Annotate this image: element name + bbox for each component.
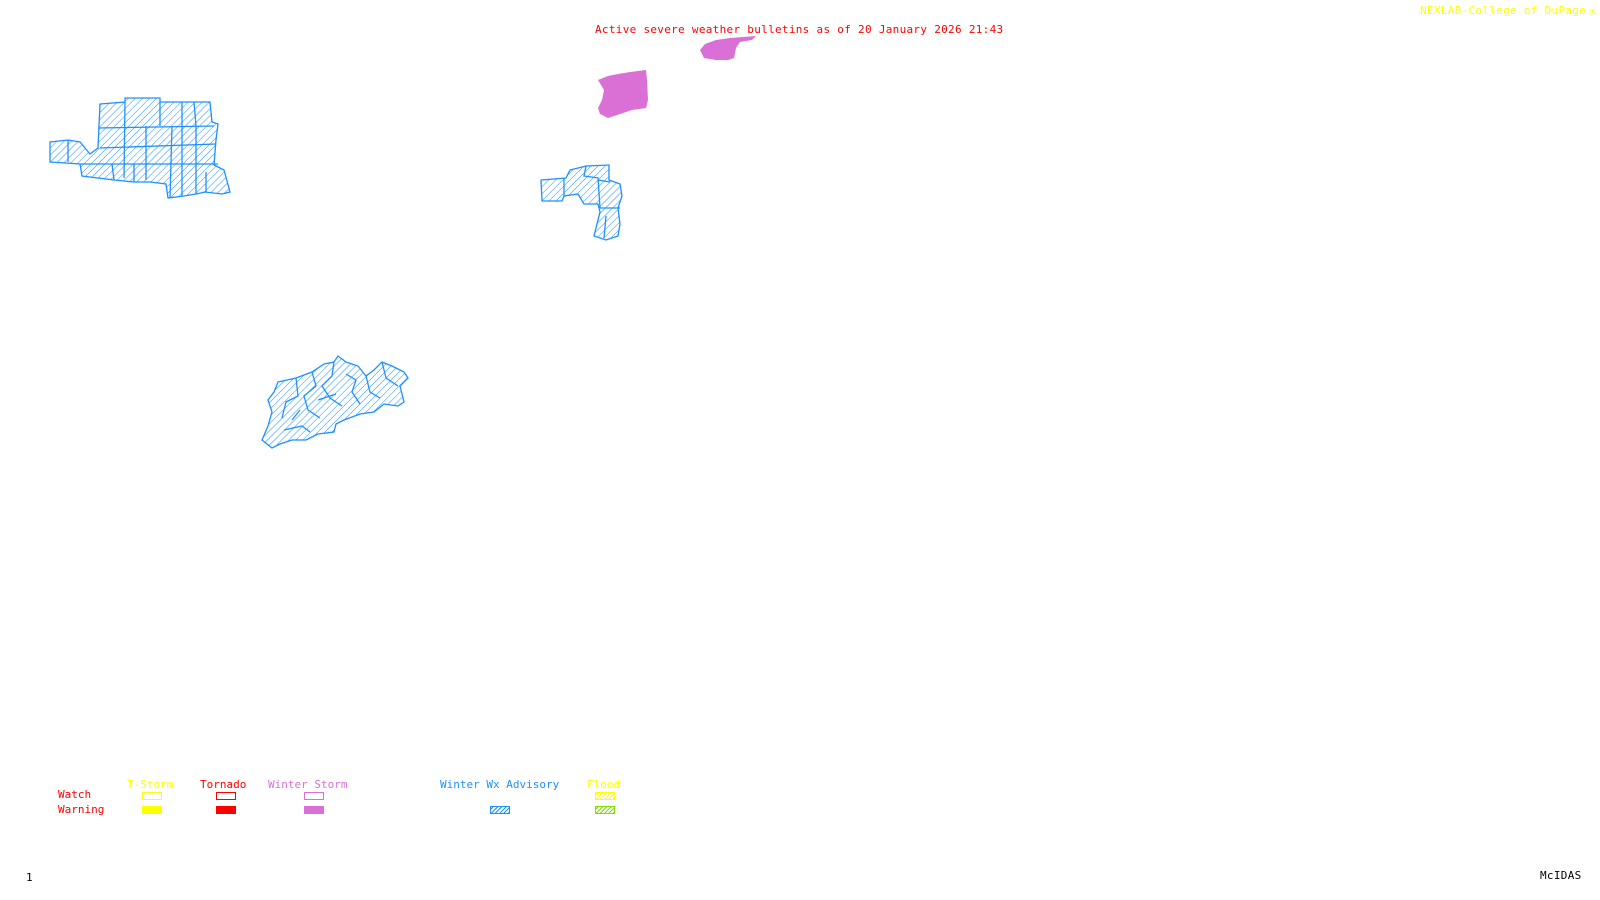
legend-label-winter-wx-advisory: Winter Wx Advisory bbox=[440, 778, 560, 791]
legend-label-flood: Flood bbox=[587, 778, 621, 791]
winter-storm-warning-area-1 bbox=[598, 70, 648, 118]
winter-storm-watch-swatch bbox=[304, 792, 324, 800]
cursor-arrow-icon: ⇱ bbox=[1590, 5, 1597, 18]
legend-label-tstorm: T-Storm bbox=[127, 778, 174, 791]
southern-advisory-area bbox=[261, 355, 409, 449]
winter-storm-warning-area-2 bbox=[700, 36, 756, 60]
frame-number: 1 bbox=[26, 871, 33, 884]
county-grid-lines bbox=[563, 165, 620, 239]
county-outline bbox=[540, 164, 623, 241]
tornado-watch-swatch bbox=[216, 792, 236, 800]
tornado-warning-swatch bbox=[216, 806, 236, 814]
flood-warning-swatch bbox=[595, 806, 615, 814]
credit-label: NEXLAB-College of DuPage bbox=[1420, 4, 1587, 17]
northwest-advisory-area bbox=[49, 97, 231, 199]
legend-label-winter-storm: Winter Storm bbox=[268, 778, 348, 791]
county-outline bbox=[49, 97, 231, 199]
bulletin-title: Active severe weather bulletins as of 20… bbox=[595, 23, 1004, 36]
software-label: McIDAS bbox=[1540, 869, 1582, 882]
legend-label-tornado: Tornado bbox=[200, 778, 247, 791]
flood-watch-swatch bbox=[595, 792, 615, 800]
legend-row-warning: Warning bbox=[58, 803, 105, 816]
winter-storm-warning-swatch bbox=[304, 806, 324, 814]
county-grid-lines bbox=[67, 101, 218, 199]
tstorm-warning-swatch bbox=[142, 806, 162, 814]
winter-wx-advisory-swatch bbox=[490, 806, 510, 814]
central-advisory-area bbox=[540, 164, 623, 241]
tstorm-watch-swatch bbox=[142, 792, 162, 800]
county-grid-lines bbox=[281, 361, 399, 433]
legend-row-watch: Watch bbox=[58, 788, 92, 801]
